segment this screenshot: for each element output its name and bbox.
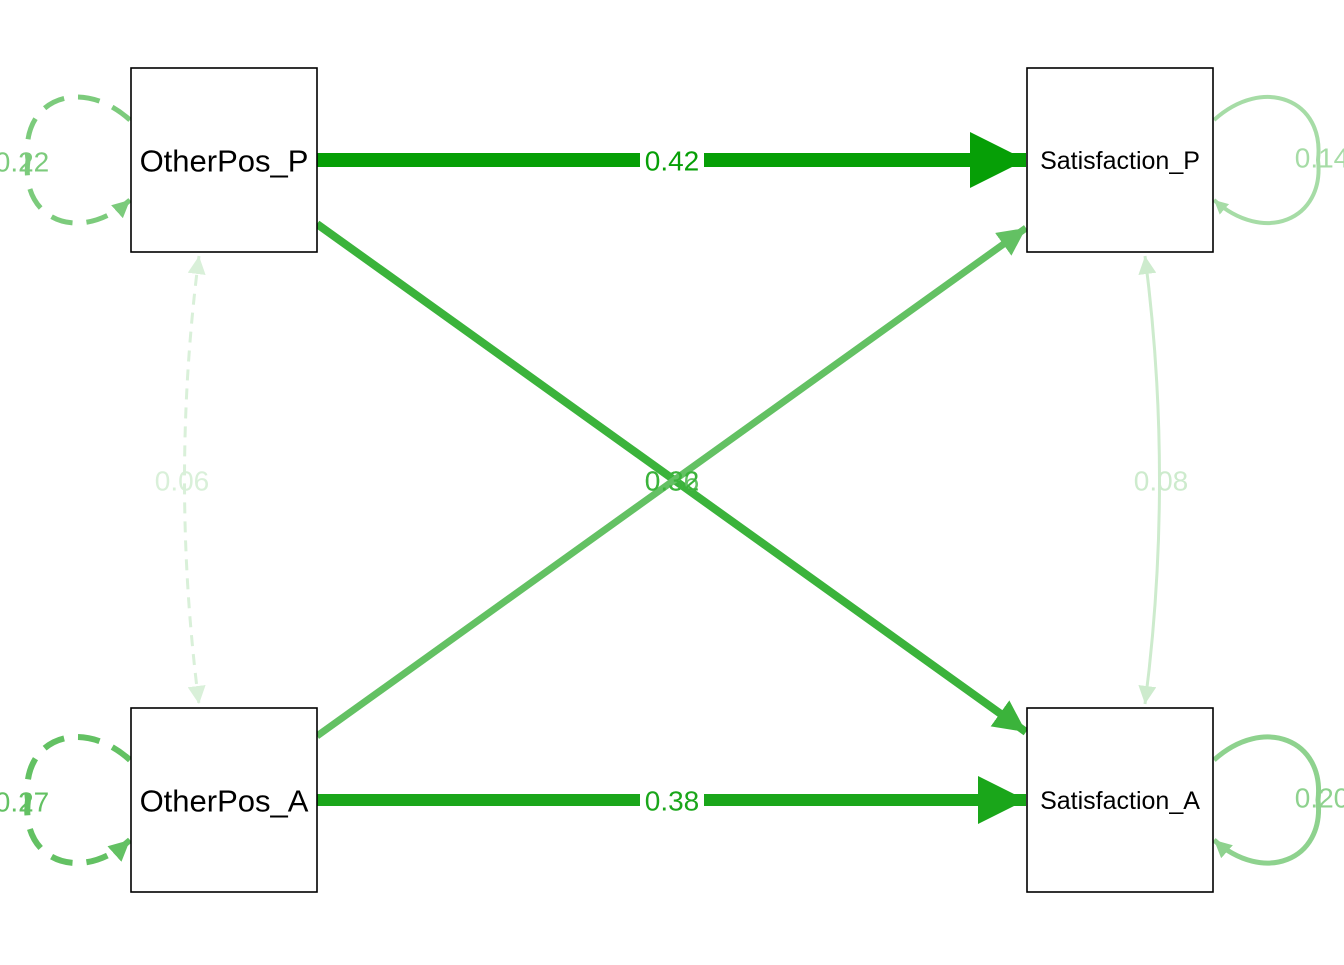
residual-loop-otherpos-a xyxy=(24,733,133,867)
residual-loop-satisfaction-p xyxy=(1212,94,1321,226)
node-satisfaction-a: Satisfaction_A xyxy=(1026,707,1214,893)
node-satisfaction-p: Satisfaction_P xyxy=(1026,67,1214,253)
node-otherpos-p: OtherPos_P xyxy=(130,67,318,253)
label-background xyxy=(640,145,704,175)
label-background xyxy=(640,785,704,815)
residual-label-satisfaction-p: 0.14 xyxy=(1295,143,1344,174)
path-label-otherpos-a-satisfaction-a: 0.38 xyxy=(645,786,700,817)
residual-label-satisfaction-a: 0.20 xyxy=(1295,783,1344,814)
node-label: Satisfaction_P xyxy=(1040,147,1200,175)
node-label: OtherPos_A xyxy=(140,784,309,819)
covariance-otherpos xyxy=(183,255,206,705)
covariance-satisfaction xyxy=(1138,255,1161,705)
residual-loop-otherpos-p xyxy=(24,94,149,226)
node-label: Satisfaction_A xyxy=(1040,787,1200,815)
node-box xyxy=(130,707,318,893)
node-otherpos-a: OtherPos_A xyxy=(130,707,318,893)
residual-label-otherpos-a: 0.27 xyxy=(0,787,49,818)
residual-loop-satisfaction-a xyxy=(1212,734,1321,866)
path-label-otherpos-a-satisfaction-p: 0.36 xyxy=(645,466,700,497)
edge-label-group: 0.42 0.38 0.36 0.32 0.06 0.08 0.22 0.27 … xyxy=(0,143,1344,818)
node-label: OtherPos_P xyxy=(140,144,309,179)
path-otherpos-a-to-satisfaction-p xyxy=(314,225,1029,739)
residual-label-otherpos-p: 0.22 xyxy=(0,147,49,178)
path-label-otherpos-p-satisfaction-p: 0.42 xyxy=(645,146,700,177)
node-box xyxy=(130,67,318,253)
covariance-label-otherpos: 0.06 xyxy=(155,466,210,497)
path-label-otherpos-p-satisfaction-a: 0.32 xyxy=(645,466,700,497)
covariance-label-satisfaction: 0.08 xyxy=(1134,466,1189,497)
node-box xyxy=(1026,707,1214,893)
node-box xyxy=(1026,67,1214,253)
